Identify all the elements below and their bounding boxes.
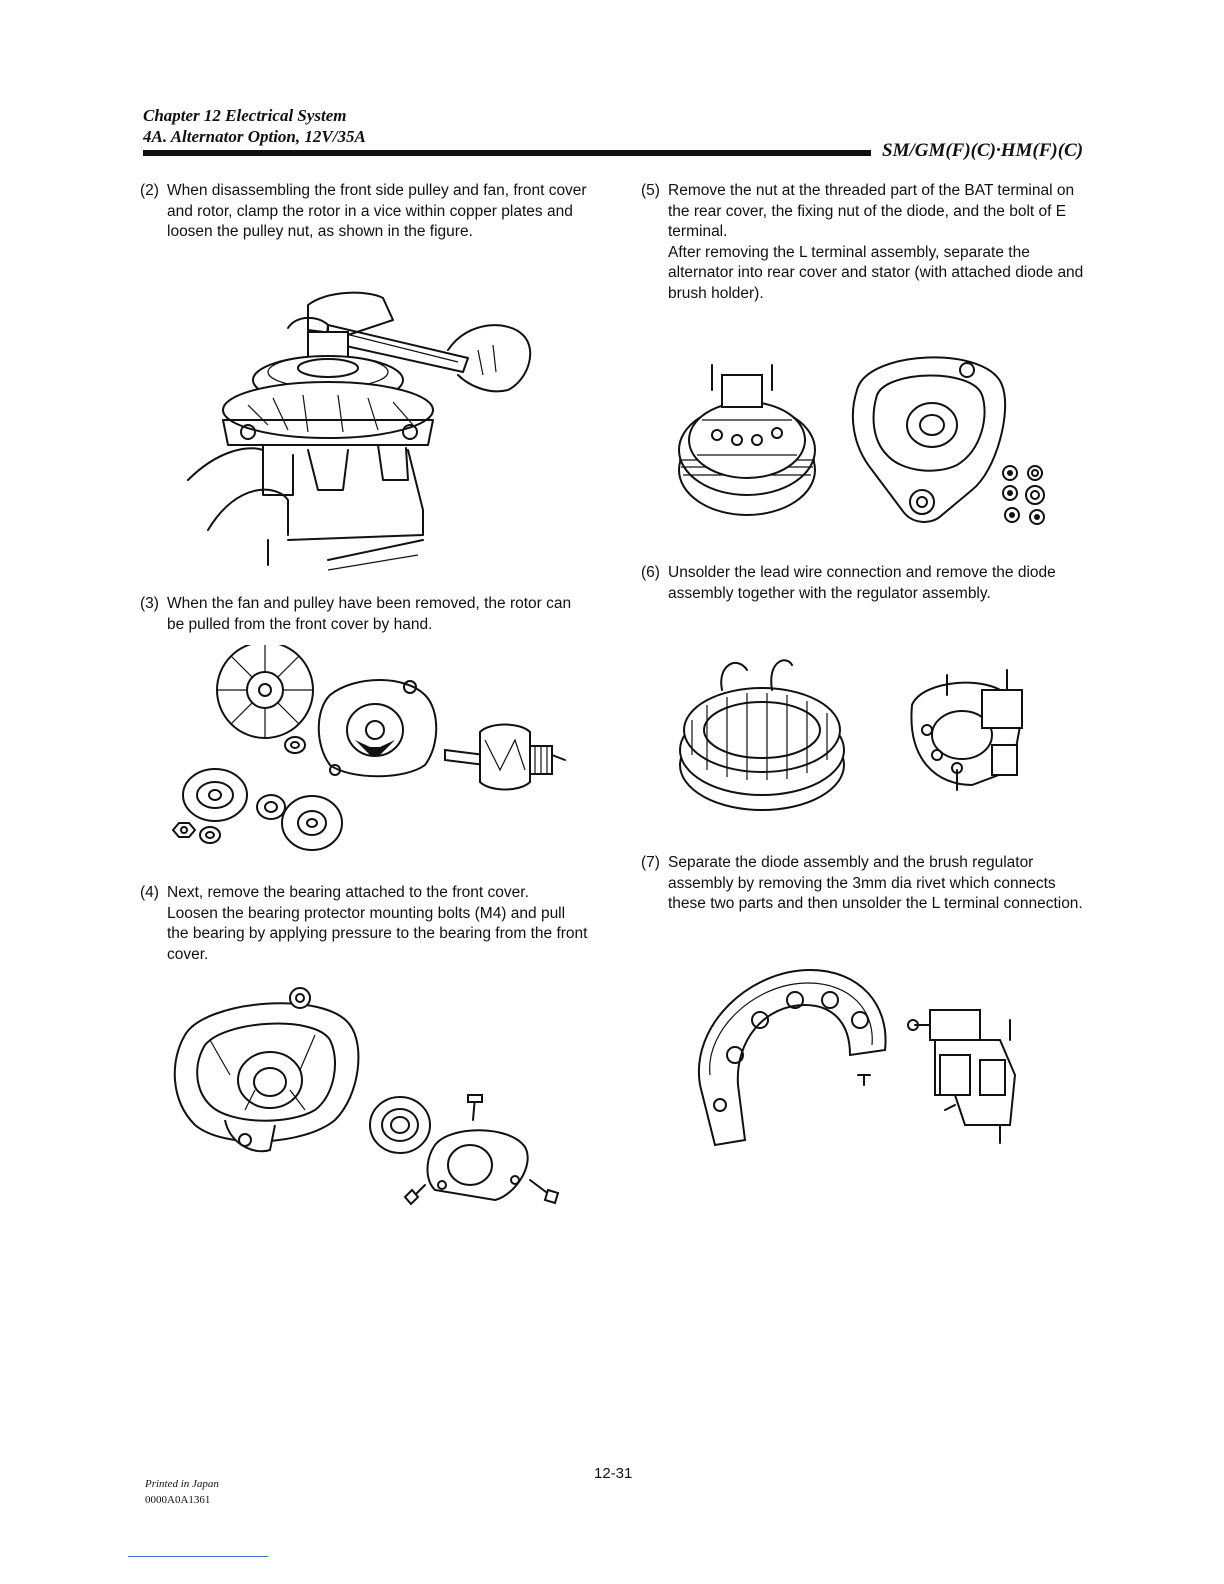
- step-number: (3): [140, 595, 159, 612]
- step-number: (7): [641, 854, 660, 871]
- step-text: After removing the L terminal assembly, …: [668, 243, 1084, 302]
- step-4: (4) Next, remove the bearing attached to…: [140, 883, 590, 965]
- printed-note: Printed in Japan: [145, 1478, 219, 1490]
- step-text: When the fan and pulley have been remove…: [167, 595, 572, 633]
- step-number: (5): [641, 182, 660, 199]
- figure-bearing-removal: [170, 985, 570, 1210]
- step-text: When disassembling the front side pulley…: [167, 182, 587, 240]
- step-6: (6) Unsolder the lead wire connection an…: [641, 563, 1091, 604]
- figure-diode-regulator-separation: [690, 965, 1050, 1165]
- model-list: SM/GM(F)(C)·HM(F)(C): [882, 140, 1084, 161]
- figure-rear-cover-separation: [672, 335, 1052, 530]
- step-number: (2): [140, 182, 159, 199]
- step-3: (3) When the fan and pulley have been re…: [140, 594, 590, 635]
- bottom-rule: [128, 1556, 268, 1557]
- step-text: Unsolder the lead wire connection and re…: [668, 564, 1056, 602]
- section-title: 4A. Alternator Option, 12V/35A: [143, 127, 366, 146]
- step-number: (4): [140, 884, 159, 901]
- chapter-title: Chapter 12 Electrical System: [143, 106, 347, 125]
- step-2: (2) When disassembling the front side pu…: [140, 181, 590, 243]
- step-text: Loosen the bearing protector mounting bo…: [167, 904, 588, 963]
- step-5: (5) Remove the nut at the threaded part …: [641, 181, 1091, 304]
- step-number: (6): [641, 564, 660, 581]
- figure-rotor-parts: [165, 645, 575, 860]
- figure-pulley-removal: [178, 280, 558, 580]
- header-rule: [143, 150, 871, 156]
- figure-diode-assembly-removal: [672, 635, 1052, 815]
- step-text: Separate the diode assembly and the brus…: [668, 854, 1083, 912]
- document-code: 0000A0A1361: [145, 1494, 211, 1506]
- step-7: (7) Separate the diode assembly and the …: [641, 853, 1091, 915]
- step-text: Remove the nut at the threaded part of t…: [668, 182, 1075, 240]
- page-number: 12-31: [594, 1465, 633, 1482]
- step-text: Next, remove the bearing attached to the…: [167, 884, 529, 901]
